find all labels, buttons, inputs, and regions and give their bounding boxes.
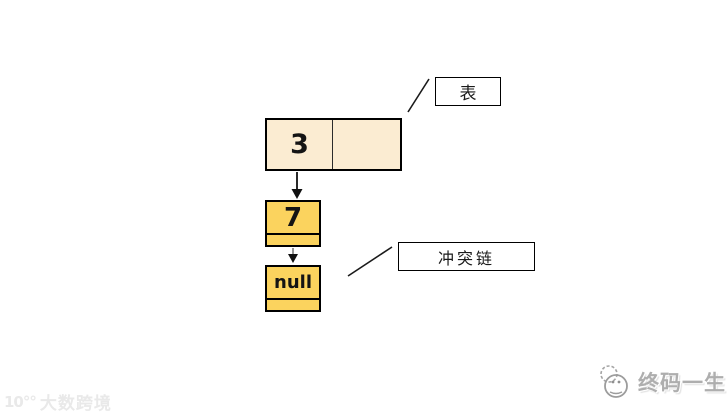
chain-node-null-pointer [267, 300, 319, 310]
bucket-key-cell: 3 [267, 120, 333, 169]
watermark-bottom-right: 终码一生 [596, 364, 726, 400]
dashu-logo-icon: 10°° [4, 392, 37, 411]
chain-label-text: 冲突链 [437, 248, 495, 268]
hash-table-bucket: 3 [265, 118, 402, 171]
doodle-bird-logo-icon [600, 365, 628, 398]
arrow-bucket-to-7-head [291, 189, 303, 199]
chain-leader-line [347, 246, 393, 277]
chain-node-null-value: null [267, 267, 319, 300]
table-label-text: 表 [459, 84, 477, 104]
watermark-bottom-right-text: 终码一生 [638, 371, 726, 395]
chain-node-7-value: 7 [267, 202, 319, 235]
table-label-box: 表 [435, 77, 501, 106]
chain-node-7-pointer [267, 235, 319, 245]
chain-node-7: 7 [265, 200, 321, 247]
watermark-bottom-left: 10°° 大数跨境 [4, 389, 112, 415]
bucket-pointer-cell [333, 120, 400, 169]
chain-node-null: null [265, 265, 321, 312]
table-leader-line [407, 78, 430, 113]
chain-label-box: 冲突链 [398, 242, 535, 271]
watermark-bottom-left-text: 大数跨境 [39, 394, 112, 414]
arrow-7-to-null-head [288, 254, 298, 263]
